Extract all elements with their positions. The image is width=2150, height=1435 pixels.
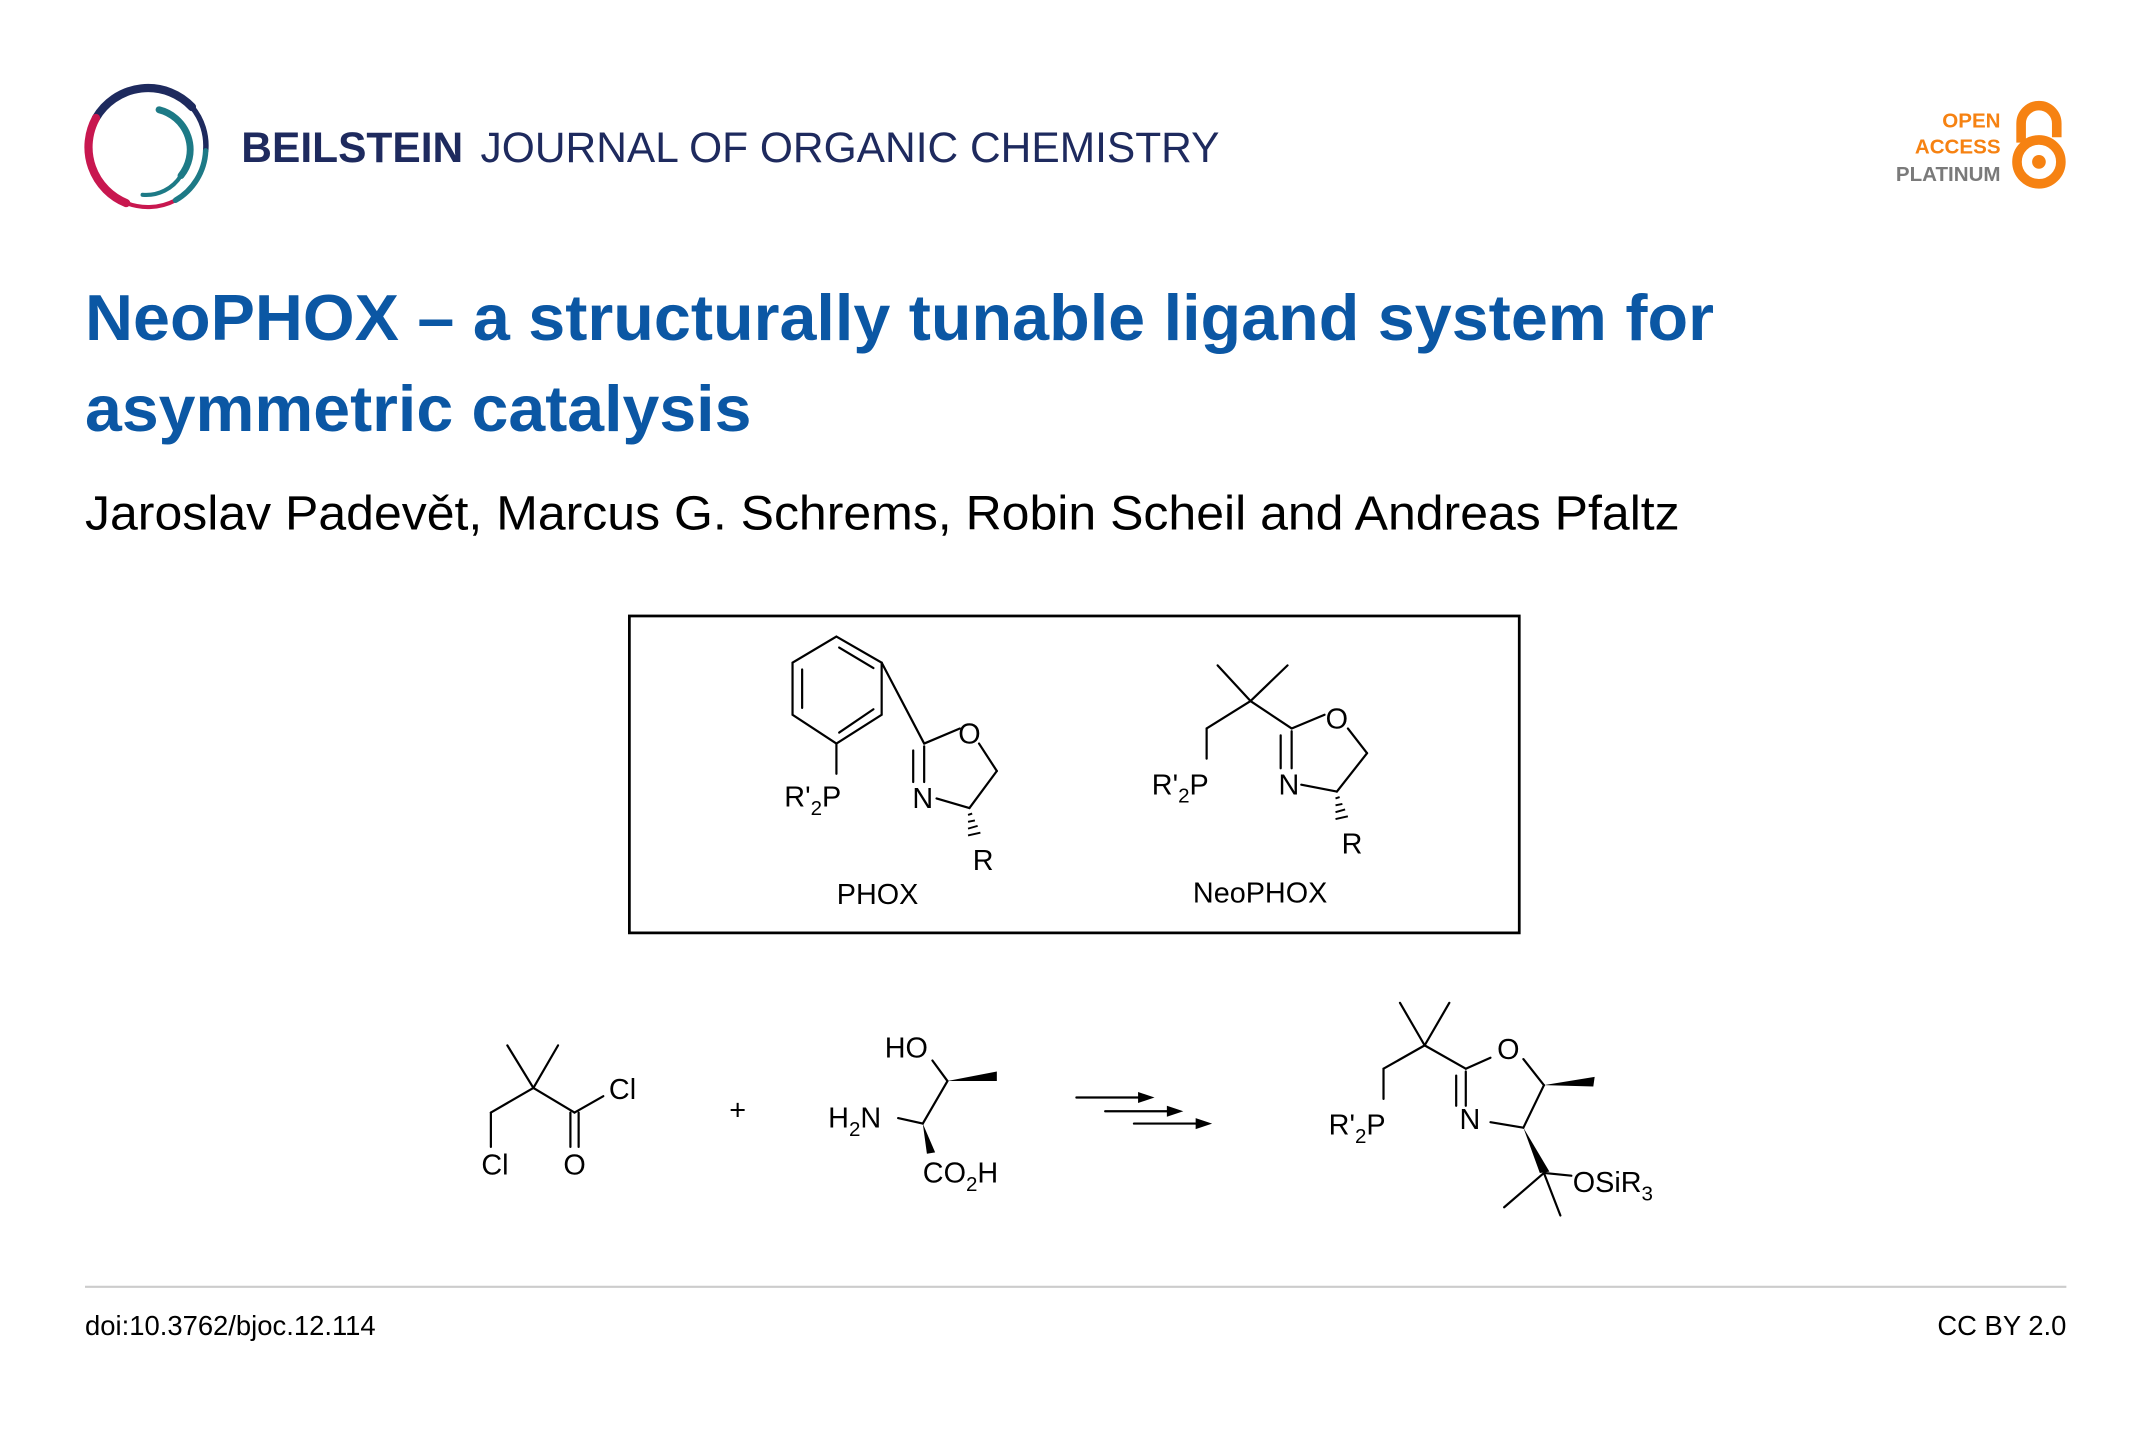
threonine-structure: HO H2N CO2H: [828, 1033, 998, 1196]
carbonyl-o-label: O: [563, 1149, 585, 1181]
article-authors: Jaroslav Padevět, Marcus G. Schrems, Rob…: [85, 488, 1680, 541]
carboxyl-label: CO2H: [923, 1158, 998, 1196]
neophox-n-label: N: [1279, 769, 1300, 801]
article-title-line-2: asymmetric catalysis: [85, 373, 751, 445]
wedge-bond: [947, 1071, 997, 1082]
wedge-bond: [1523, 1127, 1550, 1173]
acid-chloride-structure: Cl O Cl: [481, 1044, 636, 1181]
acyl-cl-label: Cl: [609, 1074, 636, 1106]
phox-p-label: R'2P: [784, 782, 841, 820]
beilstein-logo-icon: [84, 83, 209, 210]
open-lock-icon: [2012, 100, 2066, 189]
phox-caption: PHOX: [837, 879, 919, 911]
neophox-p-label: R'2P: [1152, 769, 1209, 807]
open-access-badge: OPEN ACCESS PLATINUM: [1896, 100, 2066, 189]
journal-name-light: JOURNAL OF ORGANIC CHEMISTRY: [481, 125, 1220, 172]
neophox-o-label: O: [1326, 703, 1348, 735]
neophox-caption: NeoPHOX: [1193, 878, 1327, 910]
hashed-wedge: [1335, 796, 1349, 820]
phox-o-label: O: [958, 719, 980, 751]
wedge-bond: [922, 1123, 936, 1154]
product-p-label: R'2P: [1329, 1110, 1386, 1148]
doi-link[interactable]: doi:10.3762/bjoc.12.114: [85, 1310, 376, 1341]
badge-access: ACCESS: [1915, 136, 2001, 159]
product-structure: R'2P O N OSiR3: [1329, 1001, 1653, 1217]
journal-name-bold: BEILSTEIN: [241, 125, 463, 172]
badge-platinum: PLATINUM: [1896, 163, 2001, 186]
product-n-label: N: [1460, 1104, 1481, 1136]
phox-n-label: N: [912, 783, 933, 815]
product-o-label: O: [1497, 1034, 1519, 1066]
journal-name: BEILSTEIN JOURNAL OF ORGANIC CHEMISTRY: [241, 125, 1219, 172]
phox-r-label: R: [973, 845, 994, 877]
hashed-wedge: [967, 812, 981, 837]
wedge-bond: [1543, 1076, 1595, 1087]
neophox-structure: R'2P O N R NeoPHOX: [1152, 664, 1369, 910]
multistep-arrows-icon: [1075, 1092, 1213, 1130]
license-label[interactable]: CC BY 2.0: [1937, 1310, 2066, 1341]
neophox-r-label: R: [1342, 828, 1363, 860]
ligand-comparison-box: [627, 614, 1521, 935]
chloro-label: Cl: [481, 1149, 508, 1181]
badge-open: OPEN: [1942, 110, 2000, 133]
plus-sign: +: [729, 1094, 746, 1126]
silyl-ether-label: OSiR3: [1573, 1167, 1653, 1205]
amine-label: H2N: [828, 1103, 881, 1141]
article-title-line-1: NeoPHOX – a structurally tunable ligand …: [85, 282, 1714, 354]
phox-structure: R'2P O N R PHOX: [784, 635, 998, 911]
hydroxyl-label: HO: [885, 1033, 928, 1065]
